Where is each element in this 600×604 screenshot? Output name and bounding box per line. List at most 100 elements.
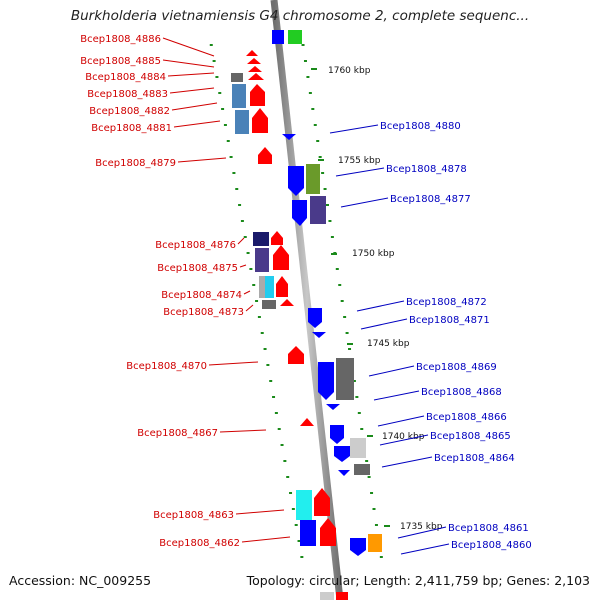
gene-arrow[interactable] bbox=[288, 346, 304, 364]
gene-label[interactable]: Bcep1808_4885 bbox=[80, 56, 161, 67]
gene-arrow[interactable] bbox=[334, 446, 350, 462]
gene-arrow[interactable] bbox=[280, 299, 294, 306]
gene-arrow[interactable] bbox=[292, 200, 307, 226]
gene-label[interactable]: Bcep1808_4871 bbox=[409, 315, 490, 326]
gene-block[interactable] bbox=[288, 30, 302, 44]
gene-block[interactable] bbox=[253, 232, 269, 246]
gene-block[interactable] bbox=[255, 248, 269, 272]
gene-label[interactable]: Bcep1808_4870 bbox=[126, 361, 207, 372]
gene-label[interactable]: Bcep1808_4869 bbox=[416, 362, 497, 373]
gene-label[interactable]: Bcep1808_4867 bbox=[137, 428, 218, 439]
scale-label: 1760 kbp bbox=[328, 66, 371, 76]
leader-line bbox=[245, 304, 254, 312]
leader-line bbox=[379, 434, 429, 446]
gene-arrow[interactable] bbox=[250, 84, 265, 106]
leader-line bbox=[169, 87, 215, 94]
gene-label[interactable]: Bcep1808_4883 bbox=[87, 89, 168, 100]
gene-arrow[interactable] bbox=[300, 520, 316, 546]
leader-line bbox=[397, 526, 447, 539]
gene-label[interactable]: Bcep1808_4880 bbox=[380, 121, 461, 132]
gene-label[interactable]: Bcep1808_4882 bbox=[89, 106, 170, 117]
gene-arrow[interactable] bbox=[338, 470, 350, 476]
gene-block[interactable] bbox=[306, 164, 320, 194]
gene-label[interactable]: Bcep1808_4872 bbox=[406, 297, 487, 308]
gene-arrow[interactable] bbox=[276, 276, 288, 297]
gene-label[interactable]: Bcep1808_4874 bbox=[161, 290, 242, 301]
gene-label[interactable]: Bcep1808_4863 bbox=[153, 510, 234, 521]
gene-arrow[interactable] bbox=[246, 50, 258, 56]
gene-block[interactable] bbox=[368, 534, 382, 552]
gene-block[interactable] bbox=[336, 592, 348, 600]
leader-line bbox=[171, 102, 218, 111]
leader-line bbox=[162, 59, 215, 68]
tick-tracks bbox=[209, 44, 383, 558]
gene-block[interactable] bbox=[320, 592, 334, 600]
gene-label[interactable]: Bcep1808_4879 bbox=[95, 158, 176, 169]
gene-arrow[interactable] bbox=[248, 73, 264, 80]
leader-line bbox=[241, 536, 291, 543]
gene-arrow[interactable] bbox=[350, 538, 366, 556]
gene-block[interactable] bbox=[265, 276, 274, 298]
gene-label[interactable]: Bcep1808_4881 bbox=[91, 123, 172, 134]
gene-label[interactable]: Bcep1808_4865 bbox=[430, 431, 511, 442]
leader-line bbox=[377, 415, 425, 427]
gene-arrow[interactable] bbox=[320, 518, 336, 546]
gene-arrow[interactable] bbox=[252, 108, 268, 133]
gene-block[interactable] bbox=[259, 276, 268, 298]
gene-label[interactable]: Bcep1808_4873 bbox=[163, 307, 244, 318]
page-title: Burkholderia vietnamiensis G4 chromosome… bbox=[70, 8, 530, 24]
gene-label[interactable]: Bcep1808_4886 bbox=[80, 34, 161, 45]
leader-line bbox=[335, 167, 385, 177]
gene-label[interactable]: Bcep1808_4860 bbox=[451, 540, 532, 551]
gene-block[interactable] bbox=[350, 438, 366, 458]
leader-line bbox=[360, 318, 408, 330]
gene-arrow[interactable] bbox=[258, 147, 272, 164]
gene-arrow[interactable] bbox=[326, 404, 340, 410]
gene-arrow[interactable] bbox=[300, 418, 314, 426]
gene-arrow[interactable] bbox=[273, 245, 289, 270]
leader-line bbox=[177, 157, 227, 163]
leader-line bbox=[329, 124, 379, 134]
leader-line bbox=[356, 300, 405, 312]
gene-label[interactable]: Bcep1808_4861 bbox=[448, 523, 529, 534]
gene-label[interactable]: Bcep1808_4878 bbox=[386, 164, 467, 175]
accession-label: Accession: NC_009255 bbox=[9, 573, 152, 588]
leader-line bbox=[400, 543, 450, 555]
gene-label[interactable]: Bcep1808_4877 bbox=[390, 194, 471, 205]
gene-block[interactable] bbox=[296, 490, 312, 520]
gene-block[interactable] bbox=[262, 300, 276, 309]
gene-label[interactable]: Bcep1808_4862 bbox=[159, 538, 240, 549]
gene-arrow[interactable] bbox=[330, 425, 344, 444]
scale-label: 1755 kbp bbox=[338, 156, 381, 166]
gene-arrow[interactable] bbox=[282, 134, 296, 140]
gene-block[interactable] bbox=[310, 196, 326, 224]
gene-block[interactable] bbox=[336, 358, 354, 400]
gene-label[interactable]: Bcep1808_4864 bbox=[434, 453, 515, 464]
leader-line bbox=[237, 237, 245, 245]
gene-arrow[interactable] bbox=[248, 66, 262, 72]
gene-arrow[interactable] bbox=[318, 362, 334, 400]
leader-line bbox=[373, 390, 420, 401]
gene-block[interactable] bbox=[231, 73, 243, 82]
gene-block[interactable] bbox=[232, 84, 246, 108]
gene-block[interactable] bbox=[354, 464, 370, 475]
gene-label[interactable]: Bcep1808_4876 bbox=[155, 240, 236, 251]
leader-line bbox=[340, 197, 389, 208]
gene-block[interactable] bbox=[235, 110, 249, 134]
gene-arrow[interactable] bbox=[247, 58, 261, 64]
gene-arrow[interactable] bbox=[271, 231, 283, 245]
gene-label[interactable]: Bcep1808_4866 bbox=[426, 412, 507, 423]
gene-block[interactable] bbox=[272, 30, 284, 44]
leader-line bbox=[167, 72, 215, 77]
gene-label[interactable]: Bcep1808_4884 bbox=[85, 72, 166, 83]
gene-label[interactable]: Bcep1808_4868 bbox=[421, 387, 502, 398]
leader-line bbox=[239, 264, 247, 268]
gene-arrow[interactable] bbox=[312, 332, 326, 338]
gene-label[interactable]: Bcep1808_4875 bbox=[157, 263, 238, 274]
gene-arrow[interactable] bbox=[314, 488, 330, 516]
right-gene-labels: Bcep1808_4880Bcep1808_4878Bcep1808_4877B… bbox=[329, 121, 532, 555]
gene-arrow[interactable] bbox=[308, 308, 322, 328]
gene-arrow[interactable] bbox=[288, 166, 304, 196]
